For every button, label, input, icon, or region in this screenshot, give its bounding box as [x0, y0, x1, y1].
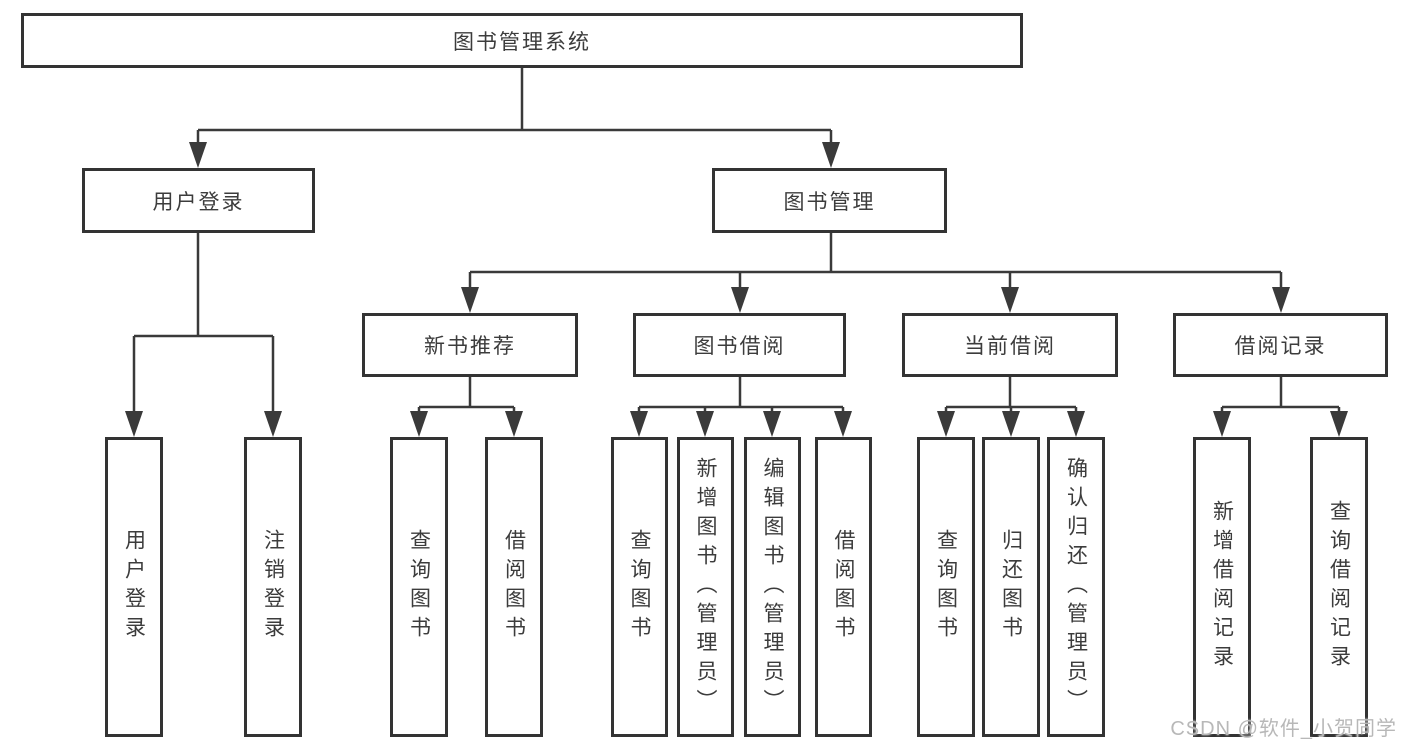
node-library-system: 图书管理系统 [21, 13, 1023, 68]
node-label: 归还图书 [999, 529, 1023, 645]
arrow-down-icon [1330, 411, 1348, 437]
connector-newbook-to-leaves [417, 377, 516, 420]
arrow-down-icon [1001, 287, 1019, 313]
node-label: 查询图书 [628, 529, 651, 645]
leaf-return-books: 归还图书 [982, 437, 1040, 737]
node-borrowing-records: 借阅记录 [1173, 313, 1388, 377]
node-label: 借阅图书 [502, 529, 526, 645]
node-user-login: 用户登录 [82, 168, 315, 233]
arrow-down-icon [1213, 411, 1231, 437]
node-label: 图书管理 [783, 190, 876, 214]
arrow-down-icon [264, 411, 282, 437]
node-label: 注销登录 [261, 529, 285, 645]
csdn-watermark: CSDN @软件_小贺同学 [1170, 718, 1397, 740]
node-label: 新增图书（管理员） [694, 456, 717, 718]
node-label: 编辑图书（管理员） [761, 456, 784, 718]
arrow-down-icon [1272, 287, 1290, 313]
node-label: 借阅记录 [1234, 335, 1327, 358]
arrow-down-icon [834, 411, 852, 437]
connector-userlogin-to-leaves [132, 233, 275, 420]
leaf-query-borrow-record: 查询借阅记录 [1310, 437, 1368, 737]
arrow-down-icon [731, 287, 749, 313]
arrow-down-icon [822, 142, 840, 168]
arrow-down-icon [763, 411, 781, 437]
connector-bookmgmt-to-level3 [468, 233, 1283, 296]
arrow-down-icon [505, 411, 523, 437]
leaf-query-books: 查询图书 [917, 437, 975, 737]
arrow-down-icon [461, 287, 479, 313]
arrowheads [125, 142, 1348, 437]
node-new-book-recommendation: 新书推荐 [362, 313, 578, 377]
connector-borrowing-to-leaves [637, 377, 845, 420]
node-label: 借阅图书 [832, 529, 855, 645]
node-label: 确认归还（管理员） [1064, 456, 1088, 718]
arrow-down-icon [1067, 411, 1085, 437]
leaf-user-login: 用户登录 [105, 437, 163, 737]
leaf-borrow-books: 借阅图书 [815, 437, 872, 737]
connector-root-to-level2 [196, 68, 833, 148]
node-label: 查询图书 [407, 529, 431, 645]
leaf-query-books: 查询图书 [611, 437, 668, 737]
node-label: 新书推荐 [424, 335, 516, 358]
node-book-borrowing: 图书借阅 [633, 313, 846, 377]
node-label: 新增借阅记录 [1210, 500, 1234, 674]
arrow-down-icon [125, 411, 143, 437]
leaf-add-books-admin: 新增图书（管理员） [677, 437, 734, 737]
leaf-borrow-books: 借阅图书 [485, 437, 543, 737]
leaf-query-books: 查询图书 [390, 437, 448, 737]
arrow-down-icon [630, 411, 648, 437]
node-label: 查询图书 [934, 529, 958, 645]
arrow-down-icon [937, 411, 955, 437]
node-book-management: 图书管理 [712, 168, 947, 233]
arrow-down-icon [410, 411, 428, 437]
node-current-borrowing: 当前借阅 [902, 313, 1118, 377]
leaf-edit-books-admin: 编辑图书（管理员） [744, 437, 801, 737]
connector-records-to-leaves [1220, 377, 1341, 420]
arrow-down-icon [1002, 411, 1020, 437]
node-label: 用户登录 [122, 529, 146, 645]
node-label: 用户登录 [152, 190, 245, 214]
leaf-add-borrow-record: 新增借阅记录 [1193, 437, 1251, 737]
node-label: 当前借阅 [964, 335, 1056, 358]
arrow-down-icon [696, 411, 714, 437]
node-label: 查询借阅记录 [1327, 500, 1351, 674]
node-label: 图书借阅 [693, 335, 786, 358]
leaf-confirm-return-admin: 确认归还（管理员） [1047, 437, 1105, 737]
leaf-logout: 注销登录 [244, 437, 302, 737]
node-label: 图书管理系统 [453, 30, 591, 54]
arrow-down-icon [189, 142, 207, 168]
